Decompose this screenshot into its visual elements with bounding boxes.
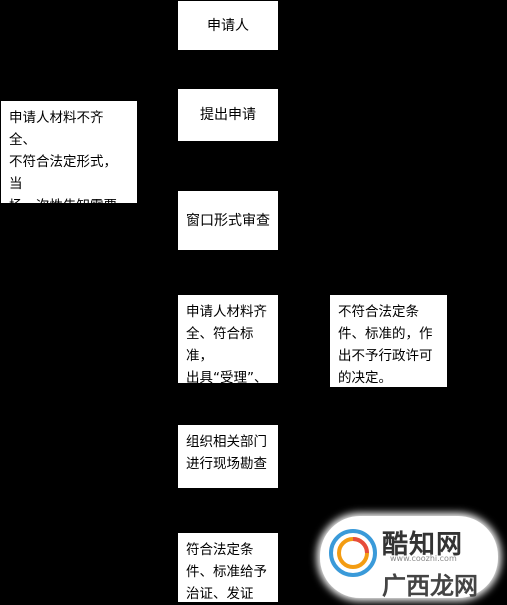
step-window-review-label: 窗口形式审查: [186, 212, 270, 229]
step-site-inspection-box: 组织相关部门 进行现场勘查: [177, 424, 279, 489]
step-applicant-label: 申请人: [207, 17, 249, 34]
step-applicant-box: 申请人: [177, 0, 279, 51]
incomplete-materials-box: 申请人材料不齐全、 不符合法定形式，当 场一次性告知需要 补下的全部内容。: [0, 100, 138, 236]
step-issue-license-label: 符合法定条 件、标准给予 治证、发证: [186, 542, 267, 602]
step-submit-application-box: 提出申请: [177, 88, 279, 142]
incomplete-materials-label: 申请人材料不齐全、 不符合法定形式，当 场一次性告知需要 补下的全部内容。: [9, 110, 117, 236]
step-accepted-box: 申请人材料齐 全、符合标准， 出具“受理”、 承诺通知书: [177, 294, 279, 408]
watermark-brand: 酷知网: [382, 530, 464, 560]
step-issue-license-box: 符合法定条 件、标准给予 治证、发证: [177, 532, 279, 603]
rejection-decision-label: 不符合法定条 件、标准的，作 出不予行政许可 的决定。: [338, 304, 433, 386]
watermark: 酷知网 www.coozhi.com 广西龙网: [314, 508, 507, 603]
watermark-sub: 广西龙网: [382, 572, 478, 600]
step-submit-application-label: 提出申请: [200, 107, 256, 123]
rejection-decision-box: 不符合法定条 件、标准的，作 出不予行政许可 的决定。: [329, 294, 448, 388]
coozhi-logo-icon: [329, 529, 377, 577]
step-window-review-box: 窗口形式审查: [177, 190, 279, 251]
watermark-url: www.coozhi.com: [390, 554, 457, 563]
step-accepted-label: 申请人材料齐 全、符合标准， 出具“受理”、 承诺通知书: [186, 304, 268, 408]
step-site-inspection-label: 组织相关部门 进行现场勘查: [186, 434, 267, 472]
